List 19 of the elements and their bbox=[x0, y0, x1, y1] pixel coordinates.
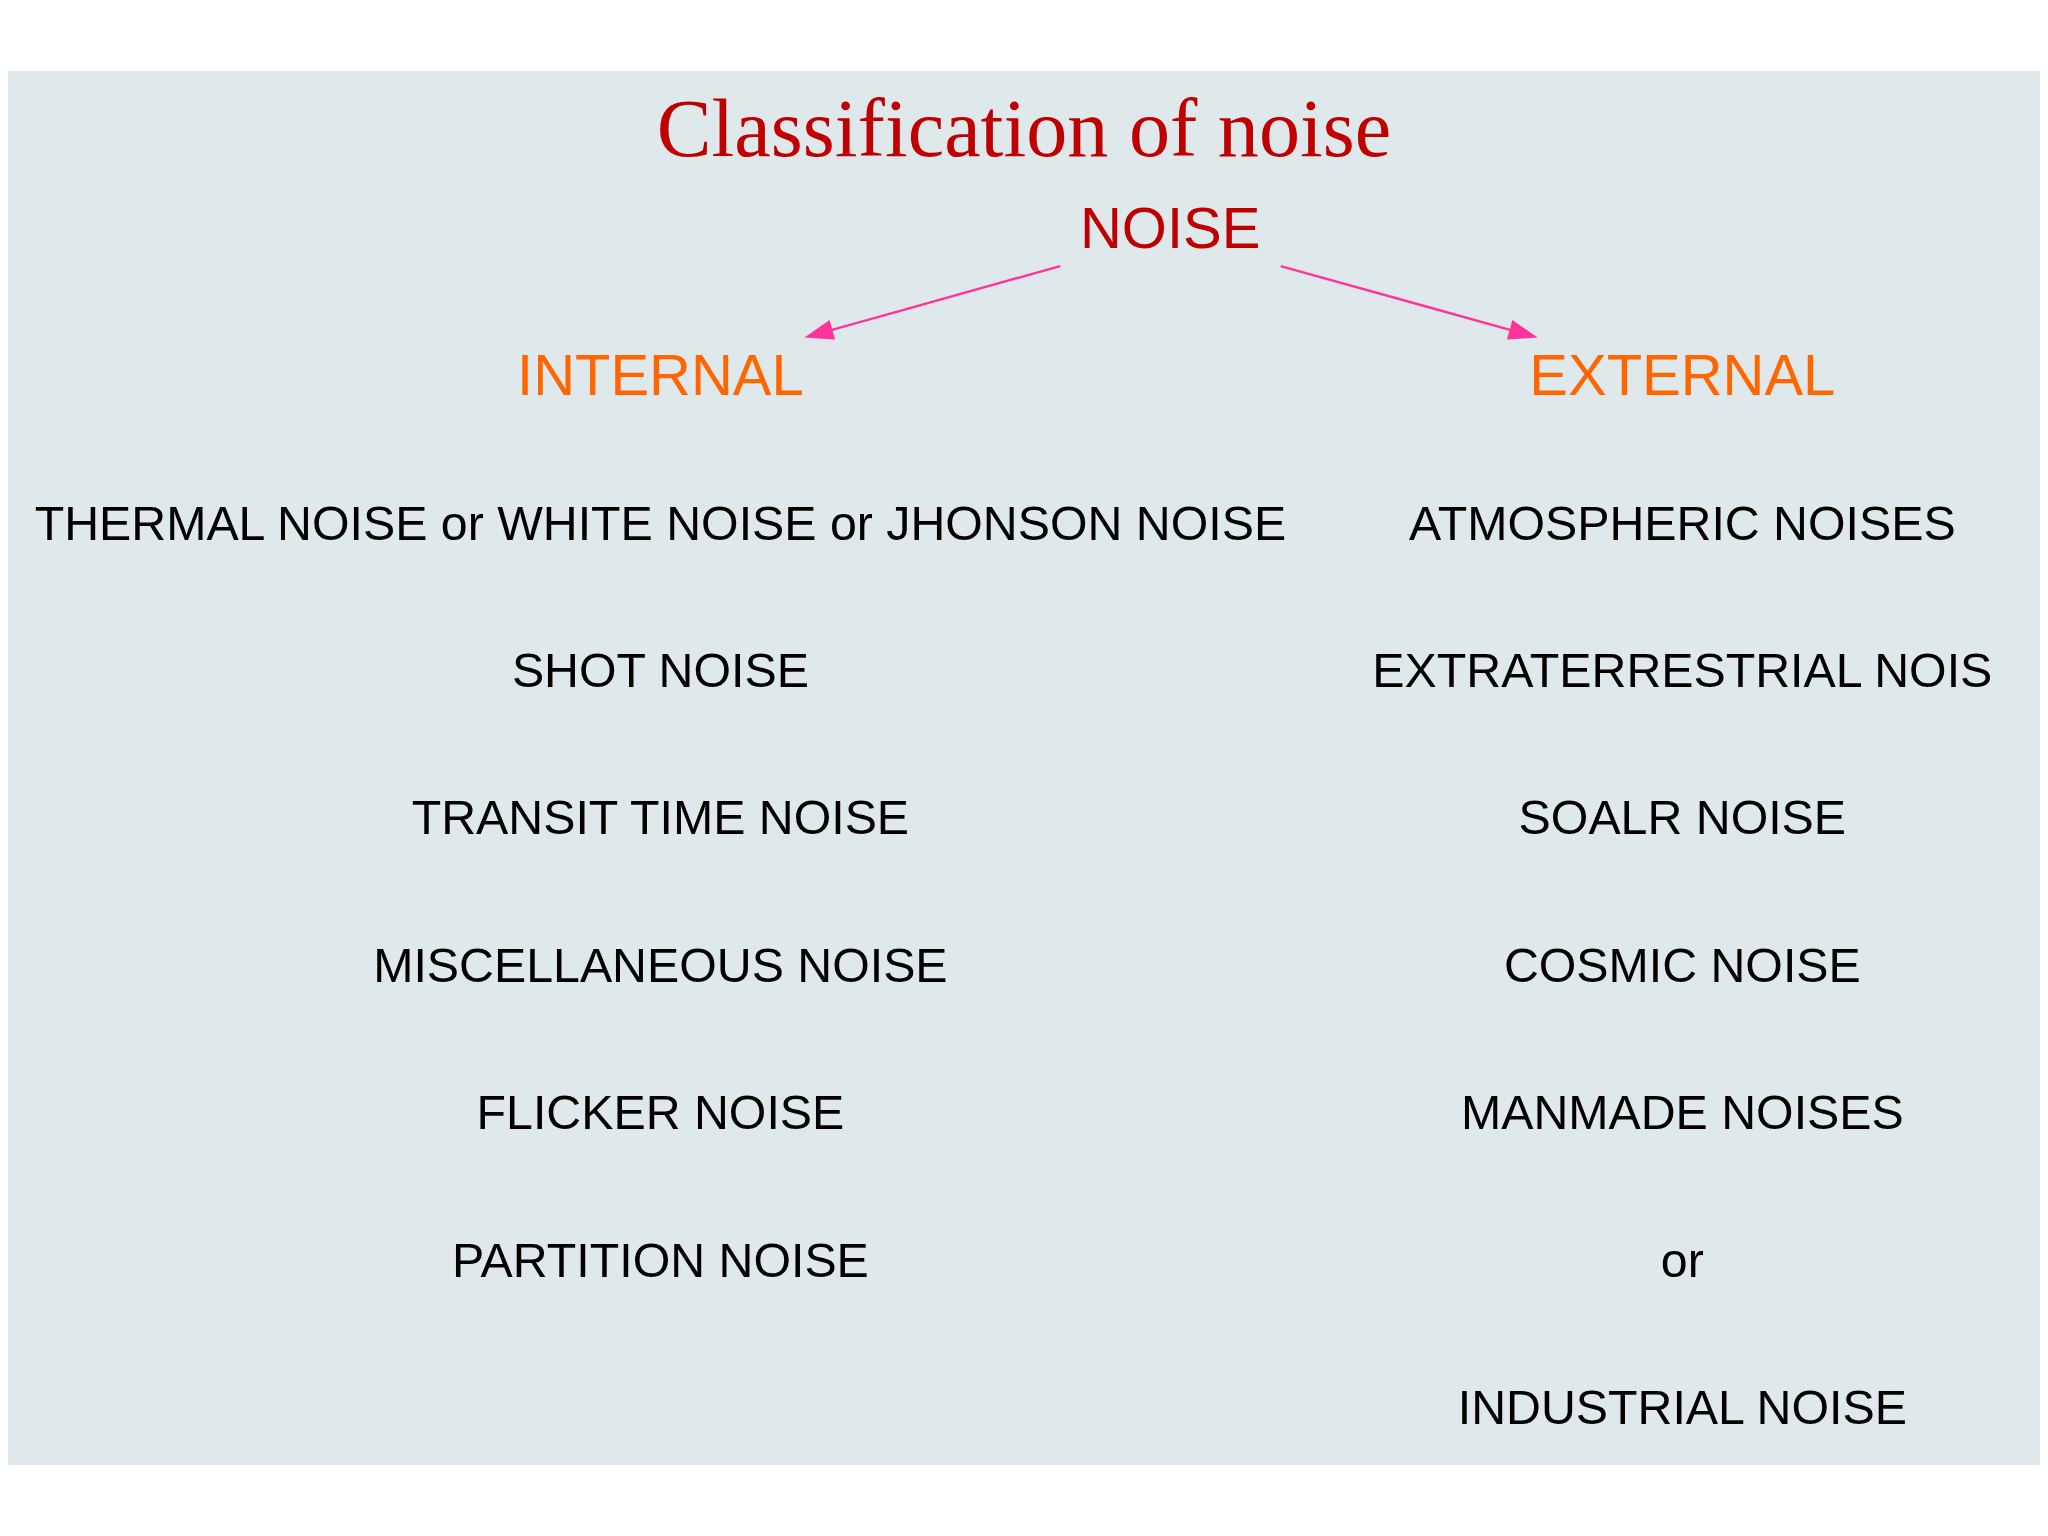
label: MANMADE NOISES bbox=[1460, 1085, 1904, 1140]
node-text: EXTERNAL bbox=[1529, 343, 1836, 408]
label: INDUSTRIAL NOISE bbox=[1457, 1379, 1907, 1434]
label: EXTRATERRESTRIAL NOIS bbox=[1372, 643, 1993, 698]
label: TRANSIT TIME NOISE bbox=[411, 790, 910, 845]
label: SOALR NOISE bbox=[1518, 790, 1847, 845]
arrow bbox=[1280, 264, 1538, 340]
diagram-title: Classification of noise bbox=[656, 83, 1392, 175]
label: COSMIC NOISE bbox=[1503, 937, 1861, 992]
label: SHOT NOISE bbox=[511, 643, 809, 698]
label: ATMOSPHERIC NOISES bbox=[1409, 495, 1956, 550]
label: or bbox=[1660, 1232, 1704, 1287]
label: MISCELLANEOUS NOISE bbox=[373, 937, 948, 992]
label: THERMAL NOISE or WHITE NOISE or JHONSON NOISE bbox=[34, 495, 1287, 550]
node-text: INTERNAL bbox=[517, 343, 804, 408]
label: PARTITION NOISE bbox=[451, 1232, 869, 1287]
arrow bbox=[804, 264, 1061, 340]
label: FLICKER NOISE bbox=[476, 1085, 845, 1140]
node-text: NOISE bbox=[1079, 195, 1261, 260]
